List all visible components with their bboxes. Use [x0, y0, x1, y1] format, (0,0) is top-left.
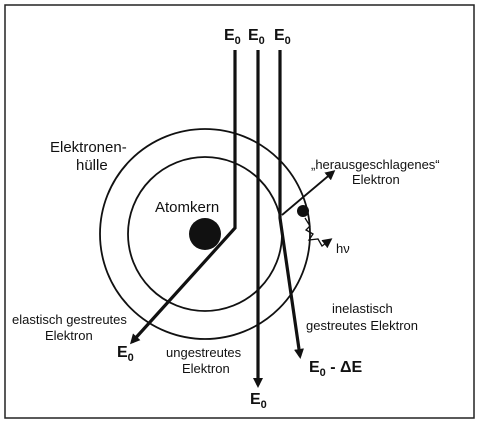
energy-label-unscattered: E0: [250, 391, 267, 411]
atomic-nucleus: [189, 218, 221, 250]
energy-label-inelastic: E0 - ΔE: [309, 359, 363, 379]
elastic-label-line1: elastisch gestreutes: [12, 312, 127, 327]
elastic-electron-path: [129, 50, 237, 345]
ejected-electron-arrow: [281, 170, 336, 216]
energy-label-top-2: E0: [248, 27, 265, 47]
shell-label-line1: Elektronen-: [50, 139, 127, 156]
elastic-label-line2: Elektron: [45, 328, 93, 343]
shell-label-line2: hülle: [76, 157, 108, 174]
energy-label-top-3: E0: [274, 27, 291, 47]
unscattered-label-line2: Elektron: [182, 361, 230, 376]
ejected-electron-label-line1: „herausgeschlagenes“: [311, 157, 440, 172]
border: [4, 4, 475, 419]
inelastic-label-line1: inelastisch: [332, 301, 393, 316]
energy-label-top-1: E0: [224, 27, 241, 47]
energy-label-elastic: E0: [117, 344, 134, 364]
photon-wave: [304, 217, 333, 249]
inelastic-electron-path: [278, 50, 304, 359]
unscattered-label-line1: ungestreutes: [166, 345, 242, 360]
photon-label: hν: [336, 241, 350, 256]
nucleus-label: Atomkern: [155, 199, 219, 216]
outer-electron-shell: [99, 128, 311, 340]
ejected-electron-label-line2: Elektron: [352, 172, 400, 187]
shell-electron: [297, 205, 309, 217]
inelastic-label-line2: gestreutes Elektron: [306, 318, 418, 333]
